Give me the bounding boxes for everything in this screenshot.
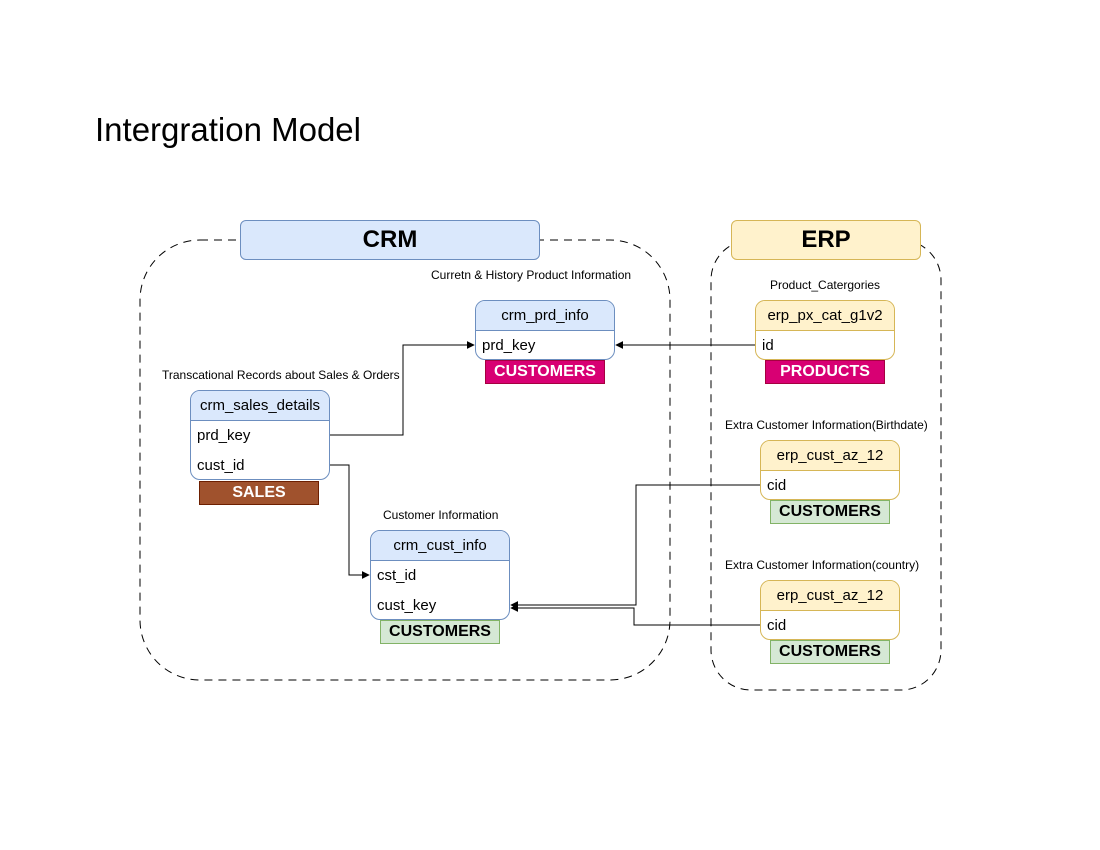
table-field: id	[762, 337, 774, 354]
table-header: erp_cust_az_12	[761, 441, 899, 471]
table-erp-px-cat-g1v2[interactable]: erp_px_cat_g1v2 id	[755, 300, 895, 360]
table-field: cust_id	[197, 457, 245, 474]
table-header: erp_px_cat_g1v2	[756, 301, 894, 331]
caption-prd-info: Curretn & History Product Information	[431, 268, 632, 282]
page-title: Intergration Model	[95, 111, 361, 148]
table-field: prd_key	[197, 427, 251, 444]
caption-sales: Transcational Records about Sales & Orde…	[162, 368, 400, 382]
table-header: erp_cust_az_12	[761, 581, 899, 611]
tag-customers: CUSTOMERS	[380, 620, 500, 644]
table-header: crm_cust_info	[371, 531, 509, 561]
tag-products: PRODUCTS	[765, 360, 885, 384]
table-header: crm_prd_info	[476, 301, 614, 331]
tag-sales: SALES	[199, 481, 319, 505]
table-crm-prd-info[interactable]: crm_prd_info prd_key	[475, 300, 615, 360]
table-field: cst_id	[377, 567, 417, 584]
caption-cust-az-birthdate: Extra Customer Information(Birthdate)	[725, 418, 928, 432]
table-field: prd_key	[482, 337, 536, 354]
table-header: crm_sales_details	[191, 391, 329, 421]
caption-px-cat: Product_Catergories	[770, 278, 881, 292]
table-field: cust_key	[377, 597, 437, 614]
tag-customers: CUSTOMERS	[770, 640, 890, 664]
erp-group-header: ERP	[731, 220, 921, 260]
tag-customers: CUSTOMERS	[770, 500, 890, 524]
table-field: cid	[767, 617, 787, 634]
table-erp-cust-az-12-birthdate[interactable]: erp_cust_az_12 cid	[760, 440, 900, 500]
crm-group-outline	[139, 239, 671, 681]
table-crm-sales-details[interactable]: crm_sales_details prd_key cust_id	[190, 390, 330, 480]
caption-cust-info: Customer Information	[383, 508, 499, 522]
table-field: cid	[767, 477, 787, 494]
crm-group-header: CRM	[240, 220, 540, 260]
tag-customers: CUSTOMERS	[485, 360, 605, 384]
caption-cust-az-country: Extra Customer Information(country)	[725, 558, 920, 572]
table-crm-cust-info[interactable]: crm_cust_info cst_id cust_key	[370, 530, 510, 620]
table-erp-cust-az-12-country[interactable]: erp_cust_az_12 cid	[760, 580, 900, 640]
